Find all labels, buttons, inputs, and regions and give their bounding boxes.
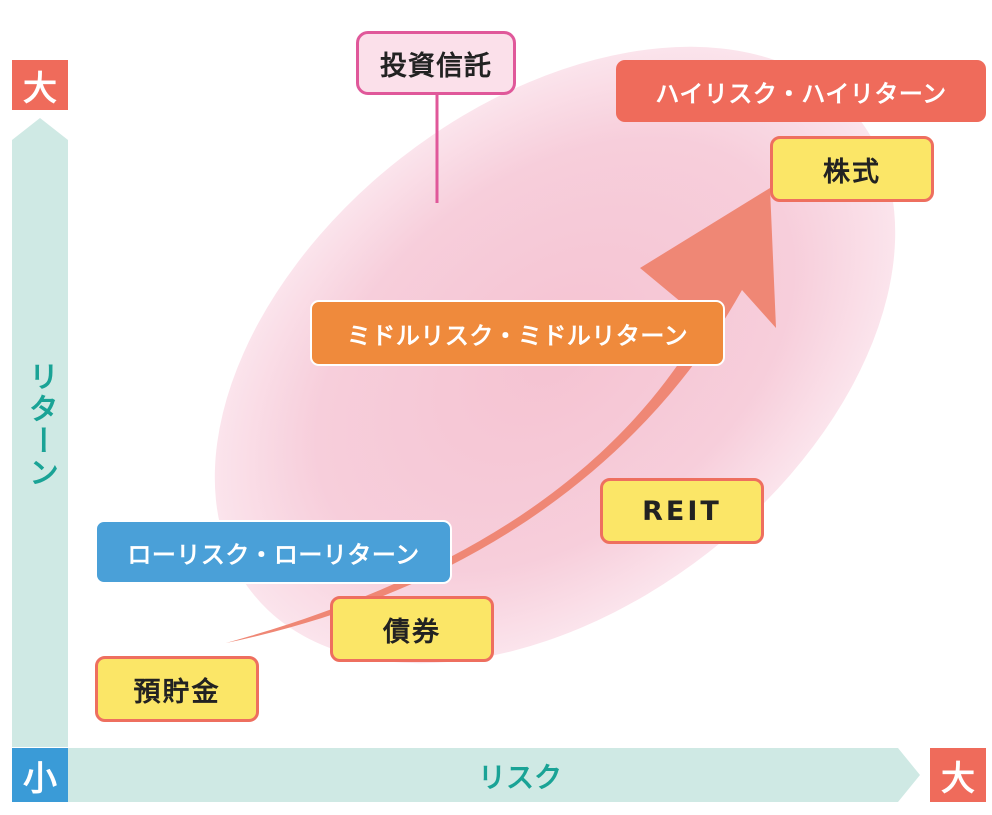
investment-trust-callout: 投資信託 (356, 31, 516, 95)
x-axis-title: リスク (477, 761, 562, 794)
y-axis-title: リターン (23, 361, 58, 489)
x-axis-max-label: 大 (930, 748, 986, 802)
origin-label: 小 (12, 748, 68, 802)
product-reit: REIT (600, 478, 764, 544)
growth-arrow (226, 188, 776, 643)
y-axis-arrow (12, 118, 68, 747)
low-risk-low-return-band: ローリスク・ローリターン (95, 520, 452, 584)
product-bonds: 債券 (330, 596, 494, 662)
high-risk-high-return-band: ハイリスク・ハイリターン (616, 60, 986, 122)
y-axis-max-label: 大 (12, 60, 68, 110)
x-axis-arrow (68, 748, 920, 802)
middle-risk-middle-return-band: ミドルリスク・ミドルリターン (310, 300, 725, 366)
product-stocks: 株式 (770, 136, 934, 202)
product-deposits: 預貯金 (95, 656, 259, 722)
